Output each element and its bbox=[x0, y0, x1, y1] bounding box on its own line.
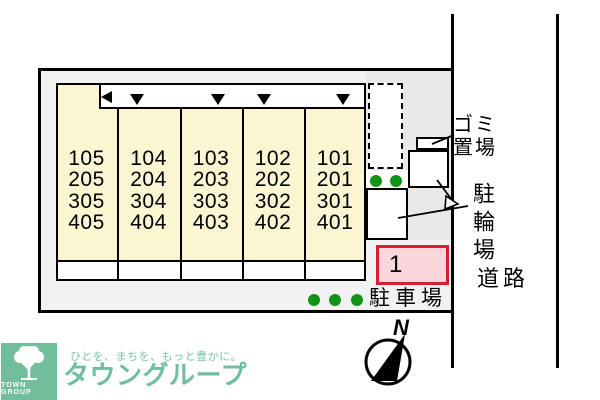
road-label: 道路 bbox=[477, 266, 530, 291]
garbage-station bbox=[416, 137, 449, 150]
bicycle-parking-label: 駐輪場 bbox=[470, 182, 495, 266]
room-number: 305 bbox=[68, 189, 105, 213]
room-number: 102 bbox=[254, 146, 292, 170]
entrance-marker-icon bbox=[257, 94, 271, 105]
room-number: 304 bbox=[130, 189, 167, 213]
logo-brand: タウングループ bbox=[63, 360, 247, 390]
shrub-icon bbox=[329, 294, 341, 306]
room-number: 302 bbox=[254, 189, 292, 213]
road-edge-left bbox=[451, 14, 454, 368]
compass-circle bbox=[364, 338, 412, 386]
room-number: 104 bbox=[130, 146, 167, 170]
stairs-area bbox=[368, 83, 403, 169]
tree-icon bbox=[14, 346, 44, 380]
balcony-strip bbox=[56, 260, 366, 281]
shrub-icon bbox=[351, 294, 363, 306]
bicycle-parking-structure bbox=[408, 150, 449, 188]
room-number: 401 bbox=[316, 211, 354, 234]
room-number: 405 bbox=[68, 211, 105, 234]
logo-tagline: ひとを、まちを、もっと豊かに。 bbox=[70, 351, 243, 363]
unit-column-3: 103 203 303 403 bbox=[180, 109, 242, 259]
unit-divider bbox=[180, 108, 182, 279]
garbage-label-line2: 置場 bbox=[453, 136, 497, 159]
shrub-icon bbox=[370, 175, 382, 187]
room-number: 203 bbox=[192, 168, 230, 191]
compass-needle-icon bbox=[371, 334, 405, 381]
room-number: 202 bbox=[254, 168, 292, 191]
room-number: 204 bbox=[130, 168, 167, 191]
road-edge-right bbox=[556, 14, 559, 368]
garbage-station-label: ゴミ置場 bbox=[453, 114, 497, 159]
logo-brand-en: TOWN GROUP bbox=[1, 382, 32, 396]
room-number: 201 bbox=[316, 168, 354, 191]
unit-column-4: 104 204 304 404 bbox=[117, 109, 180, 259]
unit-column-1: 101 201 301 401 bbox=[304, 109, 366, 259]
compass-north-label: N bbox=[393, 315, 409, 340]
unit-divider bbox=[242, 108, 244, 279]
room-number: 303 bbox=[192, 189, 230, 213]
unit-divider bbox=[304, 108, 306, 279]
garbage-label-line1: ゴミ bbox=[453, 114, 497, 136]
room-number: 403 bbox=[192, 211, 230, 234]
room-number: 404 bbox=[130, 211, 167, 234]
room-number: 101 bbox=[316, 146, 354, 170]
shrub-icon bbox=[308, 294, 320, 306]
stair-arrow-icon bbox=[101, 91, 112, 103]
entrance-marker-icon bbox=[336, 94, 350, 105]
room-number: 402 bbox=[254, 211, 292, 234]
room-number: 103 bbox=[192, 146, 230, 170]
town-group-logo: TOWN GROUP bbox=[1, 343, 57, 400]
shrub-icon bbox=[390, 175, 402, 187]
entrance-marker-icon bbox=[130, 94, 144, 105]
unit-divider bbox=[117, 108, 119, 279]
parking-space-1: 1 bbox=[376, 245, 449, 285]
room-number: 205 bbox=[68, 168, 105, 191]
room-number: 105 bbox=[68, 146, 105, 170]
entrance-marker-icon bbox=[211, 94, 225, 105]
room-number: 301 bbox=[316, 189, 354, 213]
parking-space-number: 1 bbox=[389, 251, 403, 278]
unit-column-2: 102 202 302 402 bbox=[242, 109, 304, 259]
bicycle-parking-structure bbox=[366, 188, 408, 240]
unit-column-5: 105 205 305 405 bbox=[56, 109, 117, 259]
car-parking-label: 駐車場 bbox=[369, 287, 447, 310]
